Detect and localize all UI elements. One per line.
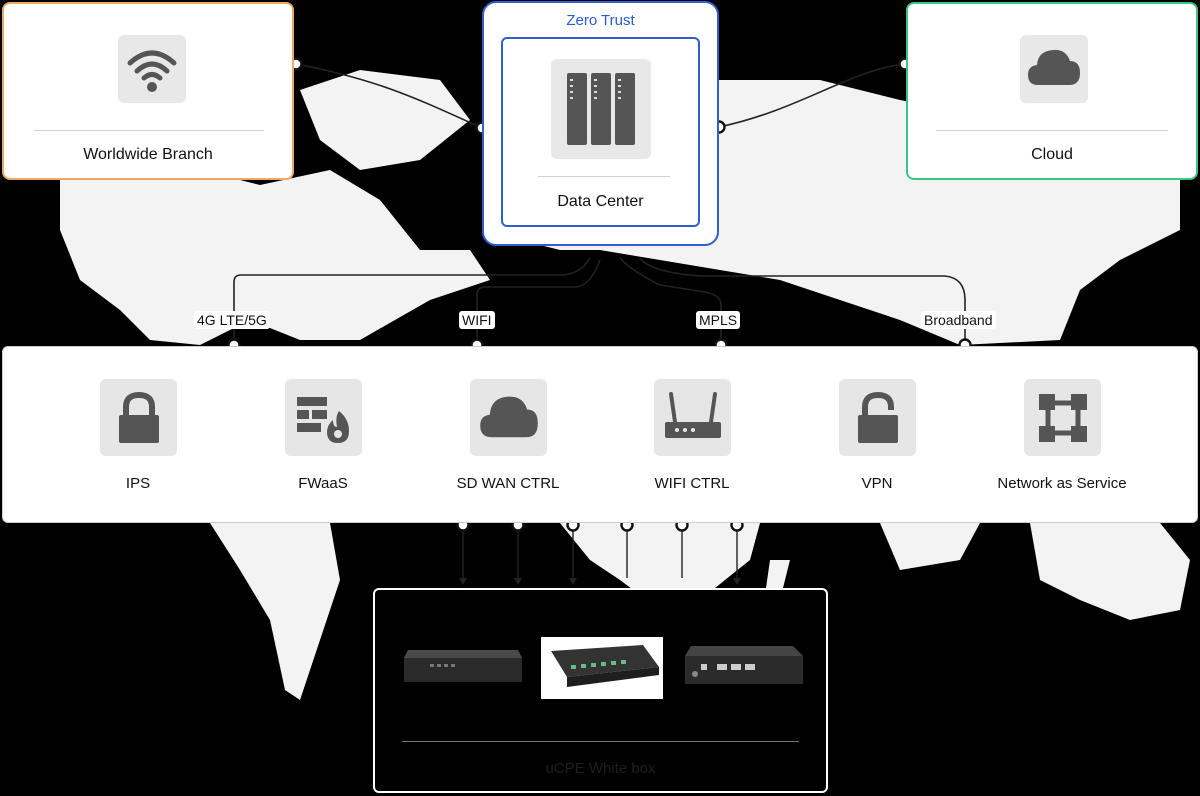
cloud-divider <box>936 130 1168 131</box>
device-rack-router <box>685 646 803 684</box>
device-black-switch <box>404 650 522 682</box>
wifi-icon <box>118 35 186 103</box>
data-center-card: Data Center <box>501 37 700 227</box>
connection-label-wifi: WIFI <box>459 311 495 329</box>
service-label: VPN <box>861 475 893 492</box>
service-vpn: VPN <box>792 347 962 524</box>
service-ips: IPS <box>53 347 223 524</box>
network-icon <box>1024 379 1101 456</box>
service-sdwan-ctrl: SD WAN CTRL <box>423 347 593 524</box>
service-network-as-service: Network as Service <box>977 347 1147 524</box>
device-white-panel-router <box>541 637 663 699</box>
cloud-icon <box>470 379 547 456</box>
ucpe-white-box: uCPE White box <box>373 588 828 793</box>
connection-label-broadband: Broadband <box>921 311 996 329</box>
service-label: SD WAN CTRL <box>456 475 560 492</box>
zero-trust-title: Zero Trust <box>566 12 635 29</box>
server-rack-icon <box>551 59 651 159</box>
zero-trust-card: Zero Trust Data Center <box>482 1 719 246</box>
lock-icon <box>100 379 177 456</box>
connection-label-4g: 4G LTE/5G <box>194 311 270 329</box>
datacenter-divider <box>538 176 670 177</box>
ucpe-label: uCPE White box <box>545 760 656 777</box>
worldwide-branch-card: Worldwide Branch <box>2 2 294 180</box>
router-icon <box>654 379 731 456</box>
connection-label-mpls: MPLS <box>696 311 741 329</box>
service-label: IPS <box>125 475 151 492</box>
branch-divider <box>34 130 264 131</box>
cloud-card: Cloud <box>906 2 1198 180</box>
datacenter-label: Data Center <box>557 193 644 210</box>
ucpe-divider <box>402 741 799 742</box>
branch-label: Worldwide Branch <box>83 146 213 163</box>
firewall-icon <box>285 379 362 456</box>
service-fwaas: FWaaS <box>238 347 408 524</box>
cloud-icon <box>1020 35 1088 103</box>
service-wifi-ctrl: WIFI CTRL <box>607 347 777 524</box>
service-label: FWaaS <box>298 475 348 492</box>
cloud-label: Cloud <box>1031 146 1073 163</box>
unlock-icon <box>839 379 916 456</box>
service-label: WIFI CTRL <box>654 475 730 492</box>
service-label: Network as Service <box>997 475 1127 492</box>
services-panel: IPS FWaaS <box>2 346 1198 523</box>
